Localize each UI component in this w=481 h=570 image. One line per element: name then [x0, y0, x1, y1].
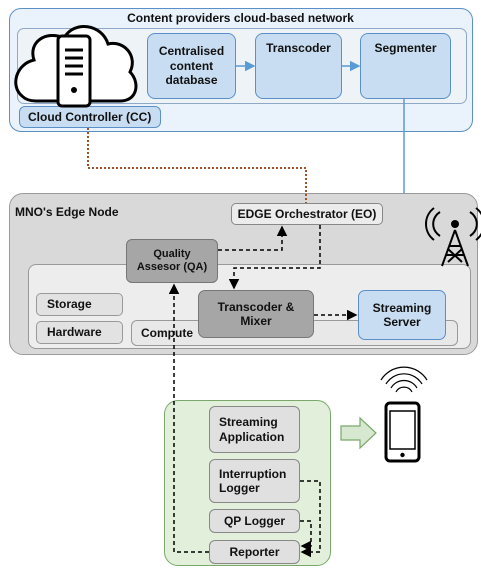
quality-assessor-box: Quality Assesor (QA) [126, 239, 218, 283]
edge-node-title: MNO's Edge Node [15, 205, 119, 219]
database-box: Centralised content database [147, 33, 236, 99]
qa-to-eo-arrow [218, 225, 288, 251]
qp-logger-box: QP Logger [209, 509, 300, 533]
cloud-network-title: Content providers cloud-based network [127, 11, 354, 25]
reporter-to-qa-arrow [168, 283, 209, 553]
interruption-to-reporter-arrow [300, 480, 321, 558]
hardware-box: Hardware [36, 321, 123, 344]
cloud-controller-box: Cloud Controller (CC) [19, 106, 161, 128]
qp-to-reporter-arrow [300, 520, 312, 552]
edge-orchestrator-box: EDGE Orchestrator (EO) [231, 203, 383, 225]
reporter-box: Reporter [209, 540, 300, 564]
smartphone-icon [384, 401, 421, 463]
storage-box: Storage [36, 293, 123, 316]
compute-label: Compute [141, 326, 193, 340]
client-to-phone-arrow [340, 416, 377, 450]
streaming-application-box: Streaming Application [209, 406, 300, 453]
segmenter-box: Segmenter [360, 33, 451, 99]
cloud-transcoder-box: Transcoder [255, 33, 342, 99]
transcoder-mixer-box: Transcoder & Mixer [198, 290, 314, 338]
streaming-server-box: Streaming Server [358, 290, 446, 340]
antenna-tower-icon [425, 207, 481, 267]
cc-to-eo-link [87, 128, 307, 203]
eo-to-mixer-arrow [228, 225, 321, 290]
antenna-top-icon [451, 220, 459, 228]
wifi-icon [380, 366, 428, 393]
interruption-logger-box: Interruption Logger [209, 459, 300, 503]
